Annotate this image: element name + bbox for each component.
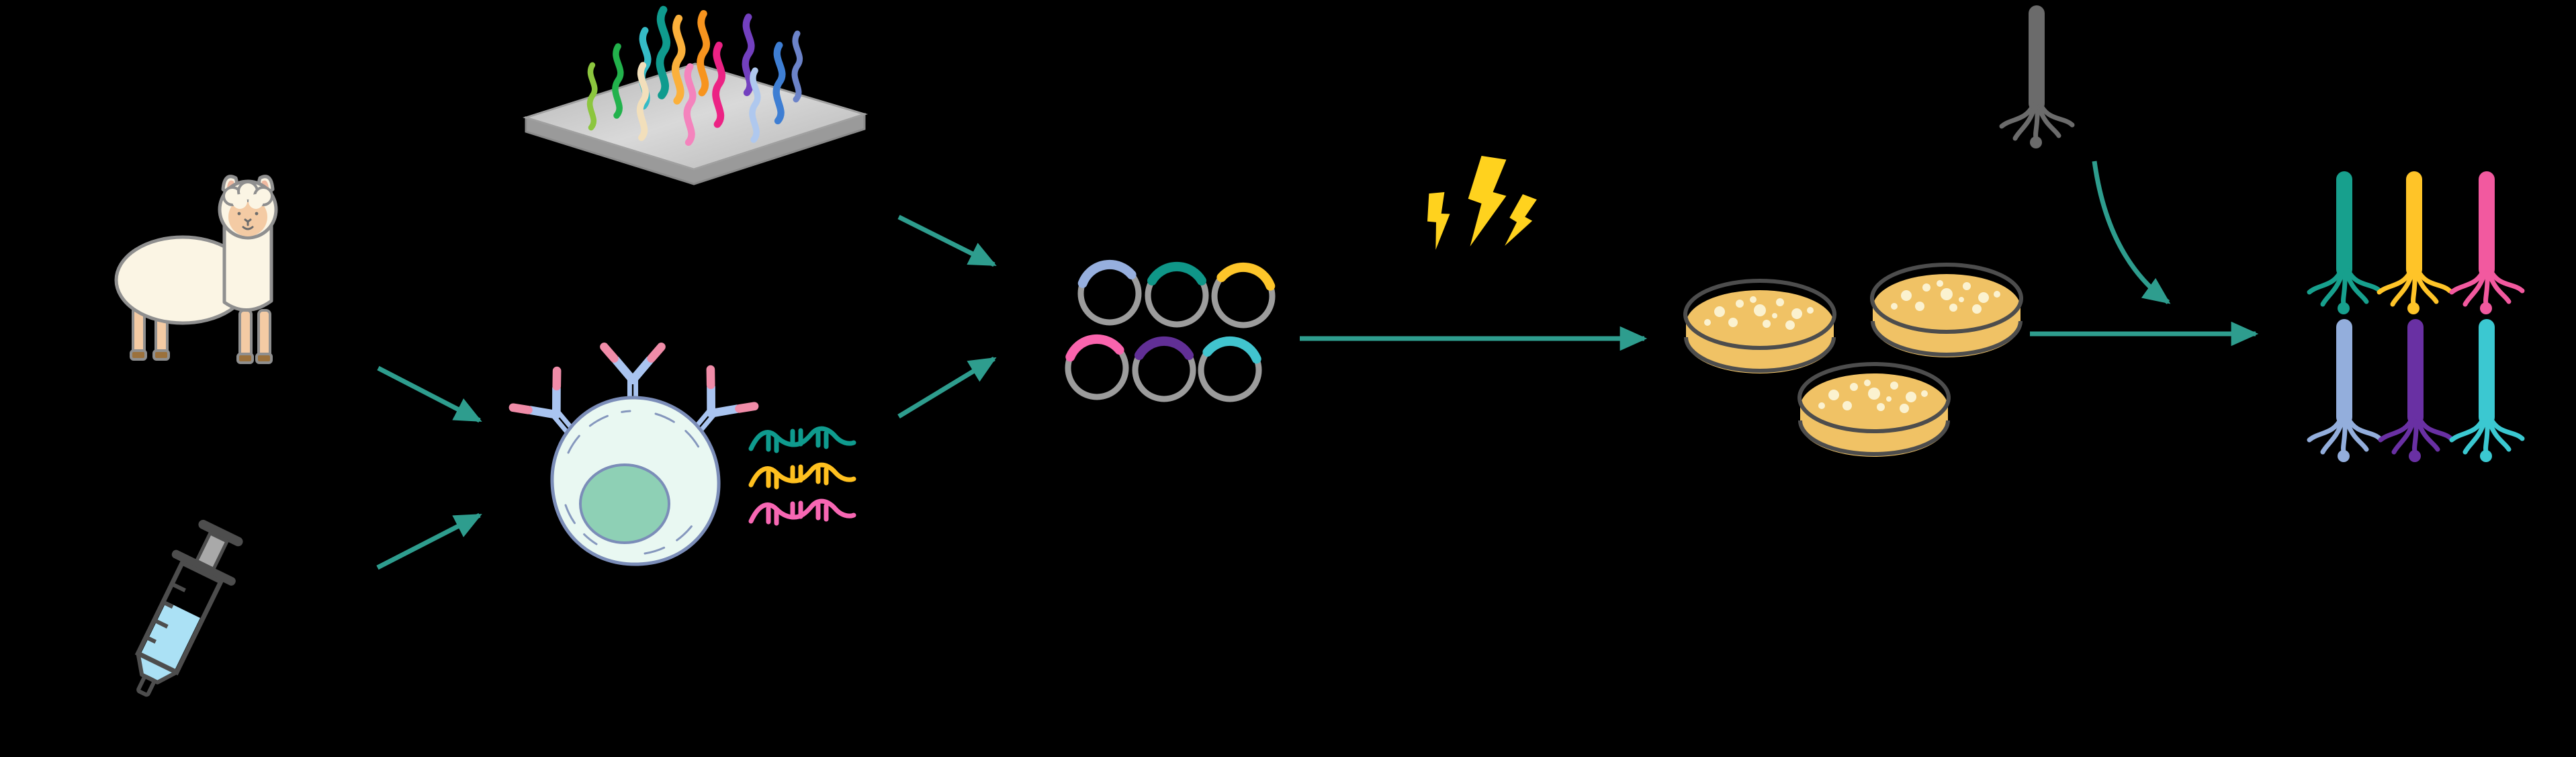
arrow-alpaca-to-bcell — [377, 365, 482, 423]
alpaca-face-features — [237, 212, 259, 230]
lightning-bolt-icon — [1468, 156, 1507, 247]
arrow-mrna-to-plasmids — [897, 357, 997, 418]
phage-display-library — [2309, 171, 2522, 462]
mrna-strand — [751, 429, 854, 451]
dna-chip-icon — [522, 10, 869, 185]
arrow-syringe-to-bcell — [376, 513, 482, 570]
phage-icon — [2381, 319, 2451, 462]
syringe-flange — [171, 549, 236, 586]
petri-dish-icon — [1872, 265, 2021, 357]
plasmid-icon — [1214, 262, 1273, 325]
chip-strand — [795, 34, 800, 99]
chip-strand — [776, 45, 783, 121]
phage-icon — [2309, 171, 2380, 314]
plasmid-icon — [1080, 259, 1139, 322]
syringe-liquid — [140, 601, 200, 670]
plasmid-icon — [1068, 334, 1126, 397]
syringe-thumb-plate — [198, 519, 243, 547]
petri-dish-icon — [1800, 364, 1949, 457]
arrow-helperphage-to-library — [2092, 161, 2171, 304]
syringe-barrel — [134, 560, 224, 676]
phage-icon — [2452, 171, 2522, 314]
chip-strand — [716, 45, 722, 124]
antibody-icon — [604, 347, 661, 402]
syringe-nozzle — [136, 674, 157, 697]
plasmid-icon — [1135, 336, 1193, 399]
alpaca-legs — [130, 306, 273, 364]
syringe-scale-ticks — [145, 582, 186, 644]
lightning-bolt-icon — [1503, 192, 1538, 251]
chip-strand — [660, 10, 666, 95]
alpaca-forelock — [222, 181, 273, 209]
electroporation-lightning — [1421, 156, 1538, 251]
cell-nucleus — [579, 463, 670, 544]
phage-icon — [2452, 319, 2522, 462]
chip-strand — [615, 46, 621, 116]
plasmid-icon — [1201, 336, 1259, 399]
chip-strand — [752, 71, 758, 140]
chip-strand — [590, 65, 594, 128]
petri-dish-icon — [1685, 281, 1834, 373]
mrna-strand — [751, 465, 854, 487]
helper-phage-icon — [2002, 5, 2072, 148]
mrna-strand — [751, 501, 854, 523]
alpaca-hooves — [130, 349, 273, 364]
syringe-icon — [134, 519, 243, 697]
plasmid-icon — [1148, 261, 1206, 324]
phage-icon — [2309, 319, 2380, 462]
mrna-strands — [751, 429, 854, 523]
petri-dishes — [1685, 265, 2021, 457]
chip-strand — [676, 19, 682, 101]
phage-icon — [2379, 171, 2450, 314]
plasmid-library — [1068, 259, 1273, 399]
cell-inner-detail — [564, 410, 705, 555]
lightning-bolt-icon — [1421, 189, 1458, 251]
chip-top — [522, 62, 869, 171]
arrow-chip-to-plasmids — [897, 214, 997, 267]
b-cell-icon — [513, 347, 754, 566]
alpaca-icon — [114, 175, 278, 364]
chip-strand — [701, 13, 707, 93]
